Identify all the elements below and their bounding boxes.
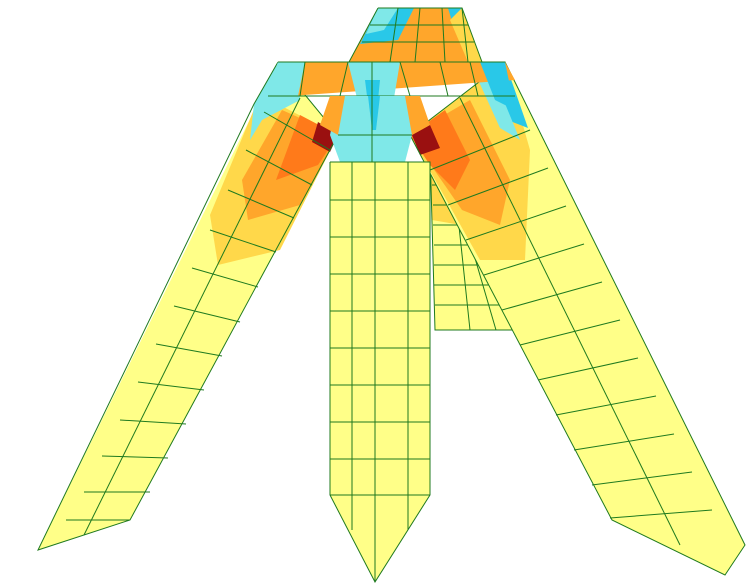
center-hub: [320, 96, 430, 162]
center-column-mesh: [329, 161, 431, 584]
center-hub-orange-left: [320, 96, 345, 135]
top-band-cyan-right: [480, 62, 515, 110]
left-leg: [37, 61, 339, 551]
center-hub-cyan-dark: [368, 96, 380, 130]
top-band-cyan-left: [265, 62, 305, 96]
back-beam-cyan-left-b: [366, 8, 398, 34]
right-leg: [409, 61, 746, 576]
center-column-face: [330, 162, 430, 582]
back-beam: [348, 7, 483, 63]
center-hub-orange-right: [405, 96, 430, 135]
center-column: [329, 161, 431, 584]
left-leg-peak: [312, 122, 338, 152]
back-beam-side-face: [450, 8, 482, 62]
center-hub-mesh: [338, 96, 412, 162]
right-leg-peak: [412, 125, 440, 155]
back-beam-mesh: [348, 7, 483, 63]
